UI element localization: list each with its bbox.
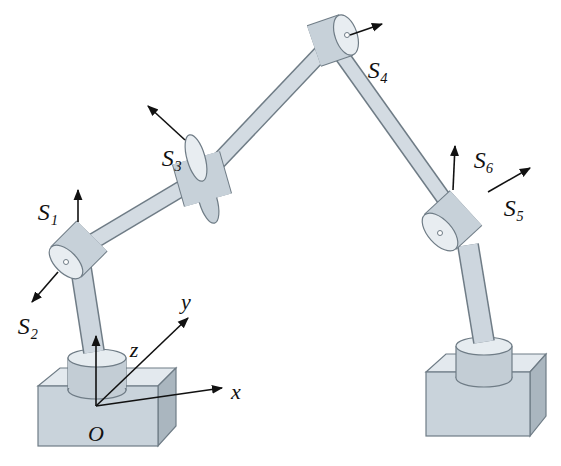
joint-axis-label: S₆	[474, 148, 494, 172]
joint-cylinders	[43, 12, 466, 285]
joint-axis-label: S₃	[162, 146, 182, 170]
origin-label: O	[88, 423, 104, 445]
arm-links	[80, 50, 484, 352]
coordinate-frame	[96, 318, 222, 406]
joint-axis-label: S₅	[504, 196, 524, 220]
joint-axis-label: S₄	[368, 58, 388, 82]
right-base	[426, 337, 546, 436]
axis-name: x	[231, 381, 241, 403]
joint-axis-label: S₂	[18, 314, 38, 338]
axis-name: y	[181, 291, 191, 313]
joint-axis-label: S₁	[38, 200, 58, 224]
axis-name: z	[130, 339, 139, 361]
axis-arrows	[32, 24, 530, 302]
